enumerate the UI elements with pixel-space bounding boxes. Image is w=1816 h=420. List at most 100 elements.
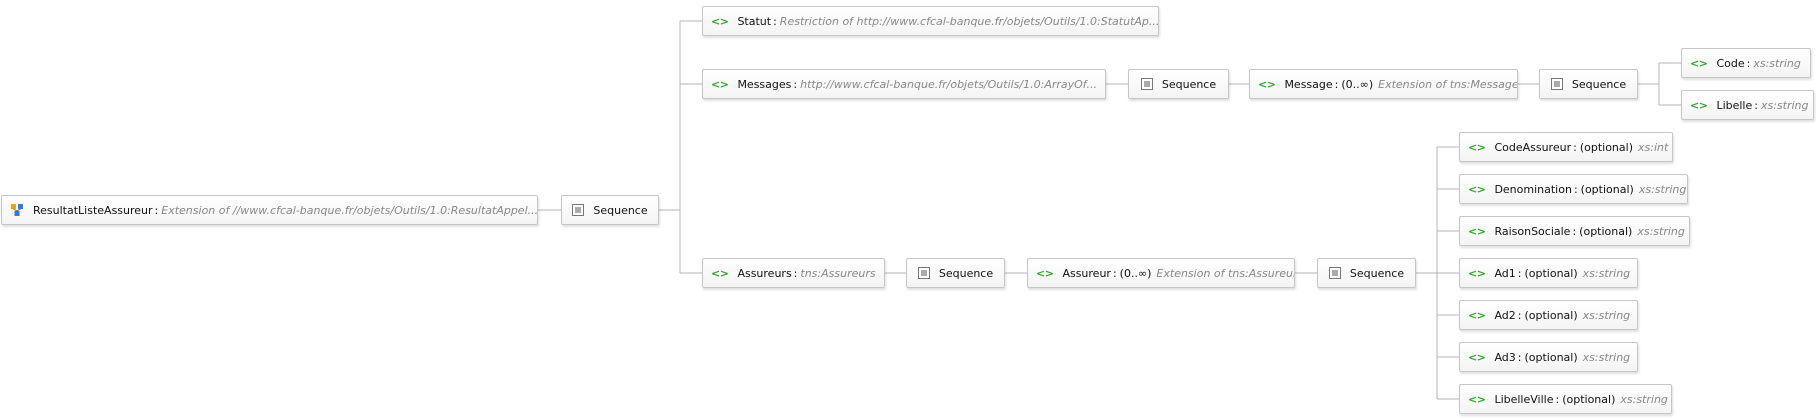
element-icon: <>	[1690, 56, 1708, 70]
element-icon: <>	[711, 14, 729, 28]
element-node-statut[interactable]: <> Statut: Restriction of http://www.cfc…	[702, 6, 1159, 36]
complex-type-icon	[10, 203, 24, 217]
colon: :	[1573, 140, 1577, 154]
node-name: LibelleVille	[1494, 392, 1554, 406]
node-type: xs:string	[1638, 182, 1687, 196]
node-type: xs:string	[1582, 308, 1631, 322]
sequence-label: Sequence	[1571, 77, 1627, 91]
colon: :	[1746, 56, 1751, 70]
element-node-assureurs[interactable]: <> Assureurs: tns:Assureurs	[702, 258, 885, 288]
sequence-label: Sequence	[1349, 266, 1405, 280]
node-name: Ad3	[1494, 350, 1516, 364]
node-occurrence: (optional)	[1524, 350, 1578, 364]
colon: :	[1517, 266, 1522, 280]
node-type: Extension of tns:Message	[1378, 77, 1518, 91]
node-type: xs:string	[1582, 266, 1631, 280]
sequence-icon	[572, 204, 585, 216]
node-type: xs:string	[1637, 224, 1685, 238]
sequence-node-assureurs[interactable]: Sequence	[906, 258, 1005, 288]
colon: :	[793, 266, 798, 280]
sequence-node-message[interactable]: Sequence	[1539, 69, 1638, 99]
element-icon: <>	[711, 77, 729, 91]
node-name: Ad1	[1494, 266, 1516, 280]
colon: :	[1112, 266, 1117, 280]
sequence-icon	[917, 267, 930, 279]
element-icon: <>	[1468, 224, 1486, 238]
element-icon: <>	[1468, 266, 1486, 280]
element-node-code[interactable]: <> Code: xs:string	[1681, 48, 1811, 78]
element-node-ad2[interactable]: <> Ad2: (optional) xs:string	[1459, 300, 1638, 330]
node-occurrence: (optional)	[1562, 392, 1616, 406]
node-type: http://www.cfcal-banque.fr/objets/Outils…	[800, 77, 1097, 91]
node-name: Libelle	[1716, 98, 1753, 112]
colon: :	[154, 203, 159, 217]
node-type: xs:string	[1620, 392, 1668, 406]
node-occurrence: (optional)	[1579, 140, 1633, 154]
node-type: xs:string	[1760, 98, 1809, 112]
element-icon: <>	[1468, 308, 1486, 322]
node-name: CodeAssureur	[1494, 140, 1572, 154]
colon: :	[1517, 308, 1522, 322]
node-name: Statut	[737, 14, 772, 28]
node-type: tns:Assureurs	[800, 266, 876, 280]
element-node-code-assureur[interactable]: <> CodeAssureur: (optional) xs:int	[1459, 132, 1673, 162]
colon: :	[793, 77, 798, 91]
element-icon: <>	[1036, 266, 1054, 280]
sequence-icon	[1550, 78, 1563, 90]
element-node-ad1[interactable]: <> Ad1: (optional) xs:string	[1459, 258, 1638, 288]
colon: :	[1754, 98, 1758, 112]
node-type: xs:string	[1753, 56, 1801, 70]
element-node-assureur[interactable]: <> Assureur: (0..∞) Extension of tns:Ass…	[1027, 258, 1295, 288]
element-icon: <>	[1468, 182, 1486, 196]
element-node-libelle-ville[interactable]: <> LibelleVille: (optional) xs:string	[1459, 384, 1672, 414]
node-occurrence: (0..∞)	[1119, 266, 1152, 280]
node-occurrence: (0..∞)	[1341, 77, 1374, 91]
colon: :	[1334, 77, 1339, 91]
element-icon: <>	[1468, 350, 1486, 364]
element-icon: <>	[1690, 98, 1708, 112]
element-node-libelle[interactable]: <> Libelle: xs:string	[1681, 90, 1814, 120]
colon: :	[1555, 392, 1560, 406]
sequence-node-root[interactable]: Sequence	[561, 195, 659, 225]
sequence-icon	[1328, 267, 1341, 279]
node-occurrence: (optional)	[1580, 182, 1634, 196]
node-occurrence: (optional)	[1524, 266, 1578, 280]
element-node-messages[interactable]: <> Messages: http://www.cfcal-banque.fr/…	[702, 69, 1106, 99]
node-type: Restriction of http://www.cfcal-banque.f…	[779, 14, 1159, 28]
node-name: Assureurs	[737, 266, 792, 280]
node-name: Assureur	[1062, 266, 1111, 280]
element-icon: <>	[1468, 392, 1486, 406]
node-occurrence: (optional)	[1579, 224, 1633, 238]
node-name: Code	[1716, 56, 1745, 70]
node-type: xs:int	[1638, 140, 1669, 154]
colon: :	[1572, 224, 1577, 238]
colon: :	[1573, 182, 1578, 196]
sequence-label: Sequence	[1161, 77, 1217, 91]
node-occurrence: (optional)	[1524, 308, 1578, 322]
sequence-label: Sequence	[593, 203, 648, 217]
node-type: Extension of tns:Assureur	[1156, 266, 1295, 280]
node-name: RaisonSociale	[1494, 224, 1571, 238]
node-name: Message	[1284, 77, 1333, 91]
sequence-node-messages[interactable]: Sequence	[1128, 69, 1229, 99]
node-name: ResultatListeAssureur	[33, 203, 153, 217]
sequence-icon	[1140, 78, 1153, 90]
element-node-raison-sociale[interactable]: <> RaisonSociale: (optional) xs:string	[1459, 216, 1690, 246]
element-node-ad3[interactable]: <> Ad3: (optional) xs:string	[1459, 342, 1638, 372]
node-name: Messages	[737, 77, 792, 91]
sequence-label: Sequence	[938, 266, 994, 280]
node-name: Ad2	[1494, 308, 1516, 322]
node-name: Denomination	[1494, 182, 1572, 196]
element-node-message[interactable]: <> Message: (0..∞) Extension of tns:Mess…	[1249, 69, 1518, 99]
root-type-node[interactable]: ResultatListeAssureur: Extension of //ww…	[1, 195, 538, 225]
element-icon: <>	[711, 266, 729, 280]
element-icon: <>	[1468, 140, 1486, 154]
colon: :	[773, 14, 777, 28]
node-type: xs:string	[1582, 350, 1631, 364]
sequence-node-assureur[interactable]: Sequence	[1317, 258, 1416, 288]
element-node-denomination[interactable]: <> Denomination: (optional) xs:string	[1459, 174, 1688, 204]
element-icon: <>	[1258, 77, 1276, 91]
colon: :	[1517, 350, 1522, 364]
